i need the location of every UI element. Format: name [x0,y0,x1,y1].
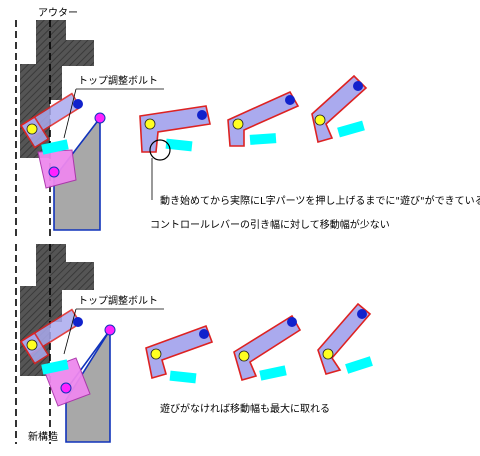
lever-seq-top-1 [139,105,211,200]
pivot-yellow-seq-top-1 [144,118,156,130]
pivot-yellow-seq-bottom-1 [150,348,162,360]
lever-seq-top-2 [227,90,300,147]
cyan-pad-bottom-left [41,359,69,375]
pin-blue-seq-top-1 [197,110,207,120]
pivot-yellow-seq-top-2 [232,118,244,130]
bottom-section: トップ調整ボルト 遊びがなければ移動幅も最大に取れる 新構造 [15,244,373,444]
plate-pivot-top [94,112,106,124]
pin-blue-top-left [73,99,83,109]
cyan-pad-seq-top-3 [337,120,365,138]
top-bolt-label-2: トップ調整ボルト [78,294,158,307]
top-section: アウター トップ調整ボルト [15,7,480,236]
cyan-pad-top-left [41,139,69,155]
cyan-pad-seq-top-2 [249,133,277,145]
lever-seq-bottom-3 [317,302,373,375]
top-bolt-label-1: トップ調整ボルト [78,74,158,87]
cyan-pad-seq-bottom-3 [345,356,373,374]
pin-blue-seq-bottom-2 [287,317,297,327]
pink-block-pin-bottom [60,382,72,394]
pink-block-pin-top [48,166,60,178]
cyan-pad-seq-bottom-1 [169,370,197,384]
pin-blue-seq-top-3 [353,81,363,91]
lever-seq-bottom-2-body [233,314,302,381]
pin-blue-seq-bottom-1 [199,329,209,339]
play-highlight-circle [149,139,171,161]
plate-pivot-bottom [104,324,116,336]
pin-blue-seq-bottom-3 [357,309,367,319]
play-note: 動き始めてから実際にL字パーツを押し上げるまでに"遊び"ができている [160,194,480,207]
new-design-label: 新構造 [28,430,58,443]
lever-seq-top-3-body [311,74,368,144]
pivot-yellow-bottom-left [26,339,38,351]
pin-blue-bottom-left [73,317,83,327]
pivot-yellow-seq-top-3 [314,114,326,126]
travel-note: コントロールレバーの引き幅に対して移動幅が少ない [150,218,390,231]
pivot-yellow-seq-bottom-2 [238,350,250,362]
pivot-yellow-top-left [26,123,38,135]
lever-seq-bottom-2 [233,314,302,381]
lever-seq-bottom-1 [145,324,214,384]
cyan-pad-seq-bottom-2 [259,365,287,381]
cyan-pad-seq-top-1 [165,138,193,152]
lever-seq-top-2-body [227,90,300,147]
lever-seq-bottom-1-body [145,324,214,380]
lever-seq-top-3 [311,74,368,144]
no-play-note: 遊びがなければ移動幅も最大に取れる [160,402,330,415]
pivot-yellow-seq-bottom-3 [322,348,334,360]
top-bolt-leader-1b [63,88,77,139]
outer-label: アウター [38,7,78,19]
top-bolt-leader-2b [63,308,77,355]
lever-seq-top-1-body [139,105,211,153]
pin-blue-seq-top-2 [285,95,295,105]
